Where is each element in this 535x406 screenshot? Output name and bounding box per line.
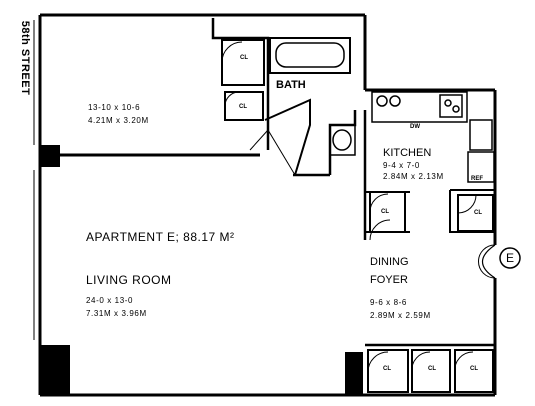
closet-label: CL — [383, 366, 391, 372]
closet-label: CL — [474, 210, 482, 216]
living-room-dim-metric: 7.31M x 3.96M — [86, 309, 147, 318]
bath — [264, 37, 356, 176]
kitchen-fixtures — [371, 91, 495, 183]
dining-name: DINING — [370, 256, 409, 268]
closet-label: CL — [470, 366, 478, 372]
street-label: 58th STREET — [19, 21, 31, 96]
closet-label: CL — [240, 55, 248, 61]
columns — [40, 145, 363, 395]
apartment-label: APARTMENT E; 88.17 M² — [86, 230, 235, 244]
closet-label: CL — [428, 366, 436, 372]
living-room-dim-imperial: 24-0 x 13-0 — [86, 296, 133, 305]
entry-door-swing — [481, 244, 496, 279]
dining-dim-metric: 2.89M x 2.59M — [370, 311, 431, 320]
dining-dim-imperial: 9-6 x 8-6 — [370, 298, 407, 307]
kitchen-dim-metric: 2.84M x 2.13M — [383, 172, 444, 181]
refrigerator-label: REF — [471, 176, 483, 182]
dishwasher-label: DW — [410, 124, 420, 130]
foyer-name: FOYER — [370, 274, 408, 286]
bath-label: BATH — [276, 79, 306, 91]
kitchen-name: KITCHEN — [383, 147, 431, 159]
entrance-marker-icon — [499, 247, 521, 269]
closet-label: CL — [381, 209, 389, 215]
closet-label: CL — [239, 104, 247, 110]
doors — [249, 129, 496, 279]
closets — [221, 39, 494, 393]
closet-doors — [221, 41, 477, 373]
living-room-name: LIVING ROOM — [86, 273, 172, 287]
kitchen-dim-imperial: 9-4 x 7-0 — [383, 161, 420, 170]
entrance-marker-label: E — [506, 251, 514, 265]
exterior-walls — [38, 13, 497, 397]
bedroom-dim-metric: 4.21M x 3.20M — [88, 116, 149, 125]
bedroom-dim-imperial: 13-10 x 10-6 — [88, 103, 140, 112]
